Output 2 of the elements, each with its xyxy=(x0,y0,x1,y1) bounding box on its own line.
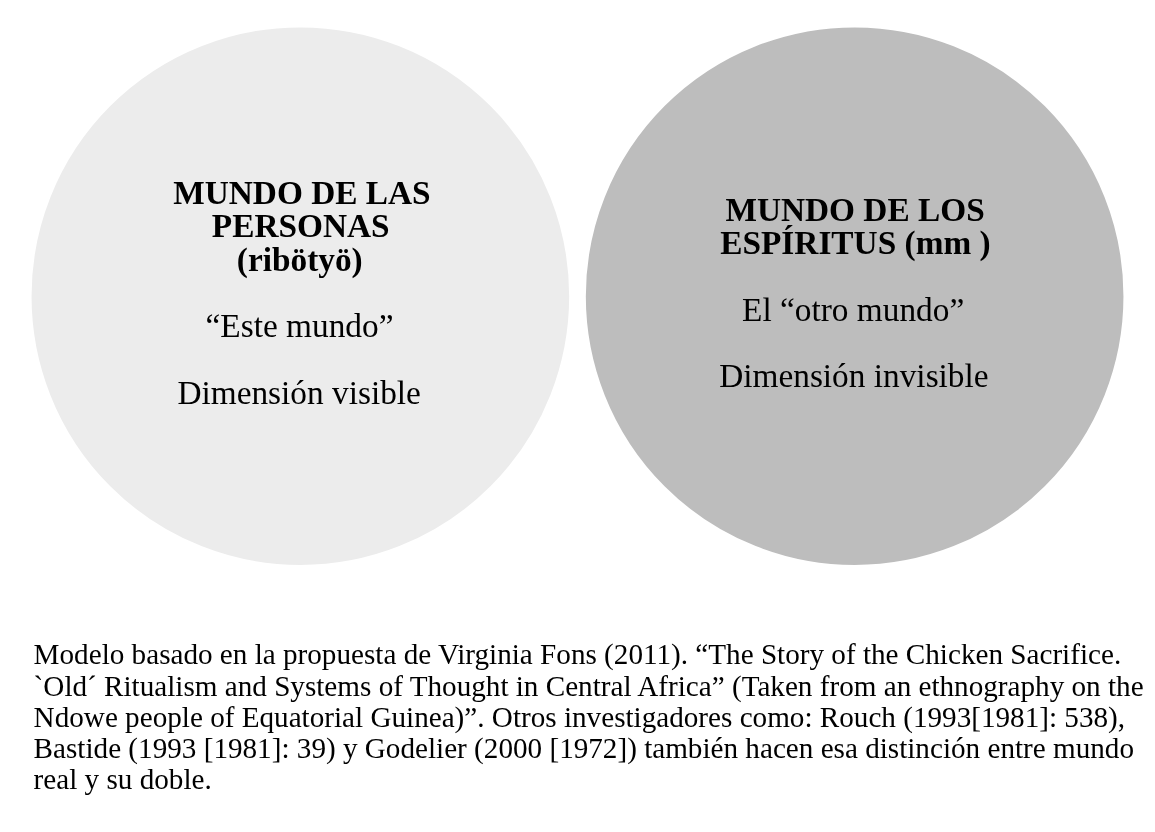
caption: Modelo basado en la propuesta de Virginia Fons (2011). “The Story of the Chicken Sacrifice. `Old´ Ritualism and Systems of Thought in Central Africa” (Taken from an ethnography on the Ndowe people of Equatorial Guinea)”. Otros investigadores como: Rouch (1993[1981]: 538), Bastide (1993 [1981]: 39) y Godelier (2000 [1972]) también hacen esa distinción entre mundo real y su doble. xyxy=(33,638,1144,796)
node-circle: MUNDO DE LOS ESPÍRITUS (mm ) El “otro mundo” Dimensión invisible xyxy=(583,25,1126,568)
